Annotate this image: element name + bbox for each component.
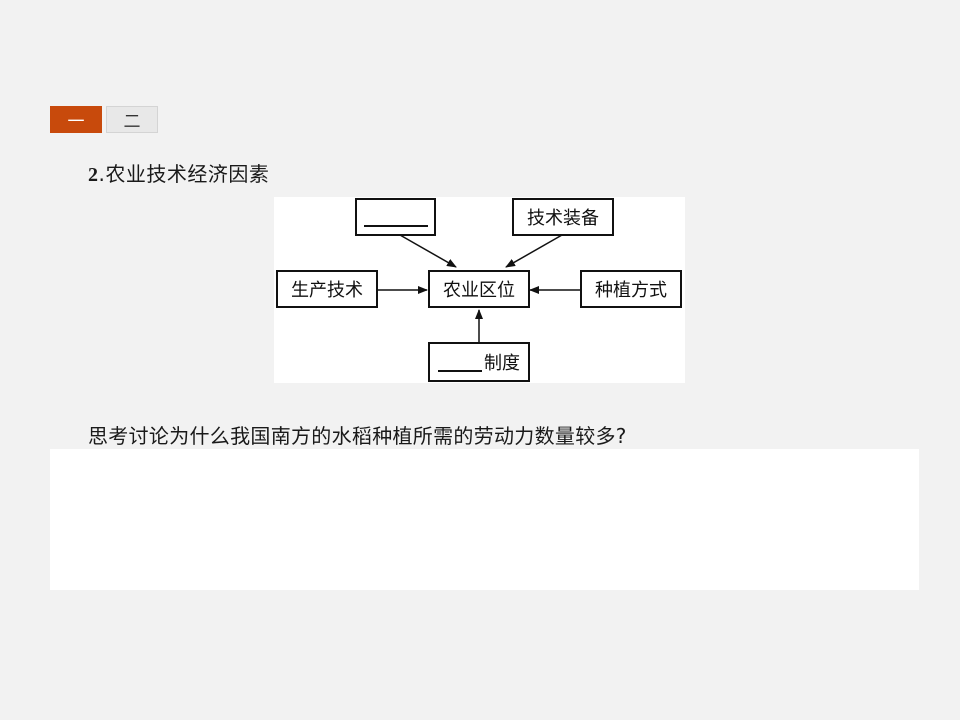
label-bottom-suffix: 制度 (484, 353, 520, 374)
blank-top-left (363, 207, 428, 227)
arrow-top-right (505, 234, 563, 268)
box-top-left (355, 198, 436, 236)
box-bottom: 制度 (428, 342, 530, 382)
label-top-right: 技术装备 (527, 208, 599, 229)
label-center: 农业区位 (443, 280, 515, 301)
box-top-right: 技术装备 (512, 198, 614, 236)
diagram-arrows (377, 234, 580, 343)
section-title: .农业技术经济因素 (98, 162, 270, 186)
box-left: 生产技术 (276, 270, 378, 308)
label-right: 种植方式 (595, 280, 667, 301)
blank-bottom (438, 352, 482, 372)
discussion-question: 思考讨论为什么我国南方的水稻种植所需的劳动力数量较多? (88, 424, 627, 448)
section-number: 2 (88, 164, 99, 186)
section-tabs: 一 二 (50, 106, 158, 133)
answer-area[interactable] (50, 449, 919, 590)
section-heading: 2.农业技术经济因素 (88, 158, 269, 187)
tab-one[interactable]: 一 (50, 106, 102, 133)
label-left: 生产技术 (291, 280, 363, 301)
factor-diagram: 技术装备 生产技术 农业区位 种植方式 制度 (274, 197, 685, 383)
box-center: 农业区位 (428, 270, 530, 308)
box-right: 种植方式 (580, 270, 682, 308)
arrow-top-left (399, 234, 457, 268)
tab-two[interactable]: 二 (106, 106, 158, 133)
